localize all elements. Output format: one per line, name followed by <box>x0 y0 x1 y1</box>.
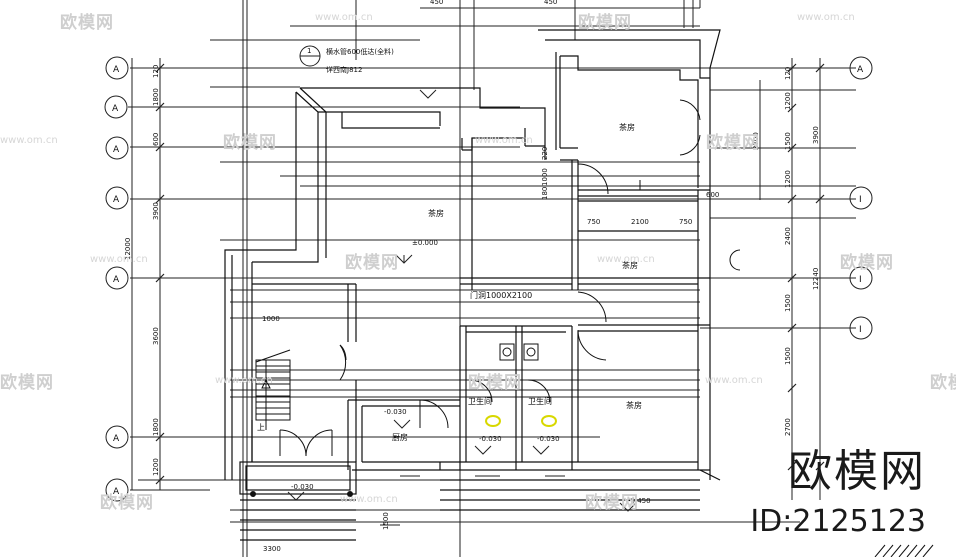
brand-logo: 欧模网 <box>788 446 926 497</box>
watermark-logo: 欧模网 <box>930 373 956 393</box>
watermark-url: www.om.cn <box>315 12 373 23</box>
dim-180: 180 <box>541 187 549 200</box>
watermark-url: www.om.cn <box>215 375 273 386</box>
dim-220: 220 <box>541 147 549 160</box>
dim-right-total: 12240 <box>812 268 820 290</box>
dim-right-2700b: 2700 <box>784 418 792 436</box>
dim-left-120: 120 <box>152 65 160 78</box>
level-bath-1: -0.030 <box>479 435 502 443</box>
dim-left-3600: 3600 <box>152 327 160 345</box>
stair-up-mark: 上 <box>257 423 265 432</box>
dim-right-120: 120 <box>784 67 792 80</box>
watermark-url: www.om.cn <box>597 254 655 265</box>
brand-id: ID:2125123 <box>750 504 926 539</box>
axis-bubble-label: A <box>113 487 120 497</box>
watermark-url: www.om.cn <box>705 375 763 386</box>
room-label-se: 茶房 <box>626 400 642 410</box>
dim-left-total: 12000 <box>124 238 132 260</box>
axis-bubble-label: A <box>113 195 120 205</box>
note-reference: 详西南J812 <box>326 65 362 74</box>
level-bath-2: -0.030 <box>537 435 560 443</box>
dim-3300: 3300 <box>263 545 281 553</box>
axis-bubble-label: I <box>859 325 862 335</box>
level-entry: -0.030 <box>291 483 314 491</box>
watermark-url: www.om.cn <box>90 254 148 265</box>
room-label-bath-1: 卫生间 <box>468 396 492 406</box>
dim-mid-3: 750 <box>679 218 692 226</box>
dim-600: 600 <box>706 191 719 199</box>
watermark-logo: 欧模网 <box>100 493 154 513</box>
watermark-logo: 欧模网 <box>0 373 54 393</box>
watermark-logo: 欧模网 <box>223 133 277 153</box>
room-label-kitchen: 厨房 <box>392 432 408 442</box>
level-outdoor: -0.450 <box>628 497 651 505</box>
dim-1500-bottom: 1500 <box>382 512 390 530</box>
axis-bubble-label: A <box>112 104 119 114</box>
note-drain-pipe: 横水管600低达(全料) <box>326 47 394 56</box>
room-label-living: 茶房 <box>428 208 444 218</box>
room-label-ne: 茶房 <box>619 122 635 132</box>
dim-right-1200b: 1200 <box>784 170 792 188</box>
axis-bubble-label: A <box>857 65 864 75</box>
axis-bubble-label: A <box>113 434 120 444</box>
dim-mid-1: 750 <box>587 218 600 226</box>
level-kitchen: -0.030 <box>384 408 407 416</box>
axis-bubble-label: A <box>113 65 120 75</box>
dim-right-1500: 1500 <box>784 132 792 150</box>
dim-mid-2: 2100 <box>631 218 649 226</box>
watermark-logo: 欧模网 <box>60 13 114 33</box>
room-label-bath-2: 卫生间 <box>528 396 552 406</box>
dim-right-1500c: 1500 <box>784 347 792 365</box>
watermark-url: www.om.cn <box>340 494 398 505</box>
dim-left-1800: 1800 <box>152 88 160 106</box>
level-main: ±0.000 <box>412 239 438 247</box>
watermark-url: www.om.cn <box>475 135 533 146</box>
dim-top-1: 450 <box>430 0 443 6</box>
watermark-logo: 欧模网 <box>585 493 639 513</box>
dim-right-2700: 2700 <box>752 132 760 150</box>
dim-left-600: 600 <box>152 133 160 146</box>
dim-left-1800b: 1800 <box>152 418 160 436</box>
dim-1000-mid: 1000 <box>541 168 549 186</box>
watermark-logo: 欧模网 <box>840 253 894 273</box>
dim-left-3900: 3900 <box>152 202 160 220</box>
dim-1000-left: 1000 <box>262 315 280 323</box>
watermark-logo: 欧模网 <box>468 373 522 393</box>
axis-bubble-label: A <box>113 275 120 285</box>
watermark-url: www.om.cn <box>0 135 58 146</box>
section-number: 1 <box>307 47 311 55</box>
dim-top-2: 450 <box>544 0 557 6</box>
door-opening-note: 门洞1000X2100 <box>470 290 532 300</box>
dim-right-2400: 2400 <box>784 227 792 245</box>
watermark-logo: 欧模网 <box>706 133 760 153</box>
room-label-mid: 茶房 <box>622 260 638 270</box>
watermark-url: www.om.cn <box>797 12 855 23</box>
axis-bubble-label: A <box>113 145 120 155</box>
axis-bubble-label: I <box>859 195 862 205</box>
dim-right-1500b: 1500 <box>784 294 792 312</box>
dim-right-3900: 3900 <box>812 126 820 144</box>
axis-bubble-label: I <box>859 275 862 285</box>
watermark-logo: 欧模网 <box>578 13 632 33</box>
watermark-logo: 欧模网 <box>345 253 399 273</box>
dim-right-1200a: 1200 <box>784 92 792 110</box>
dim-left-1200: 1200 <box>152 458 160 476</box>
